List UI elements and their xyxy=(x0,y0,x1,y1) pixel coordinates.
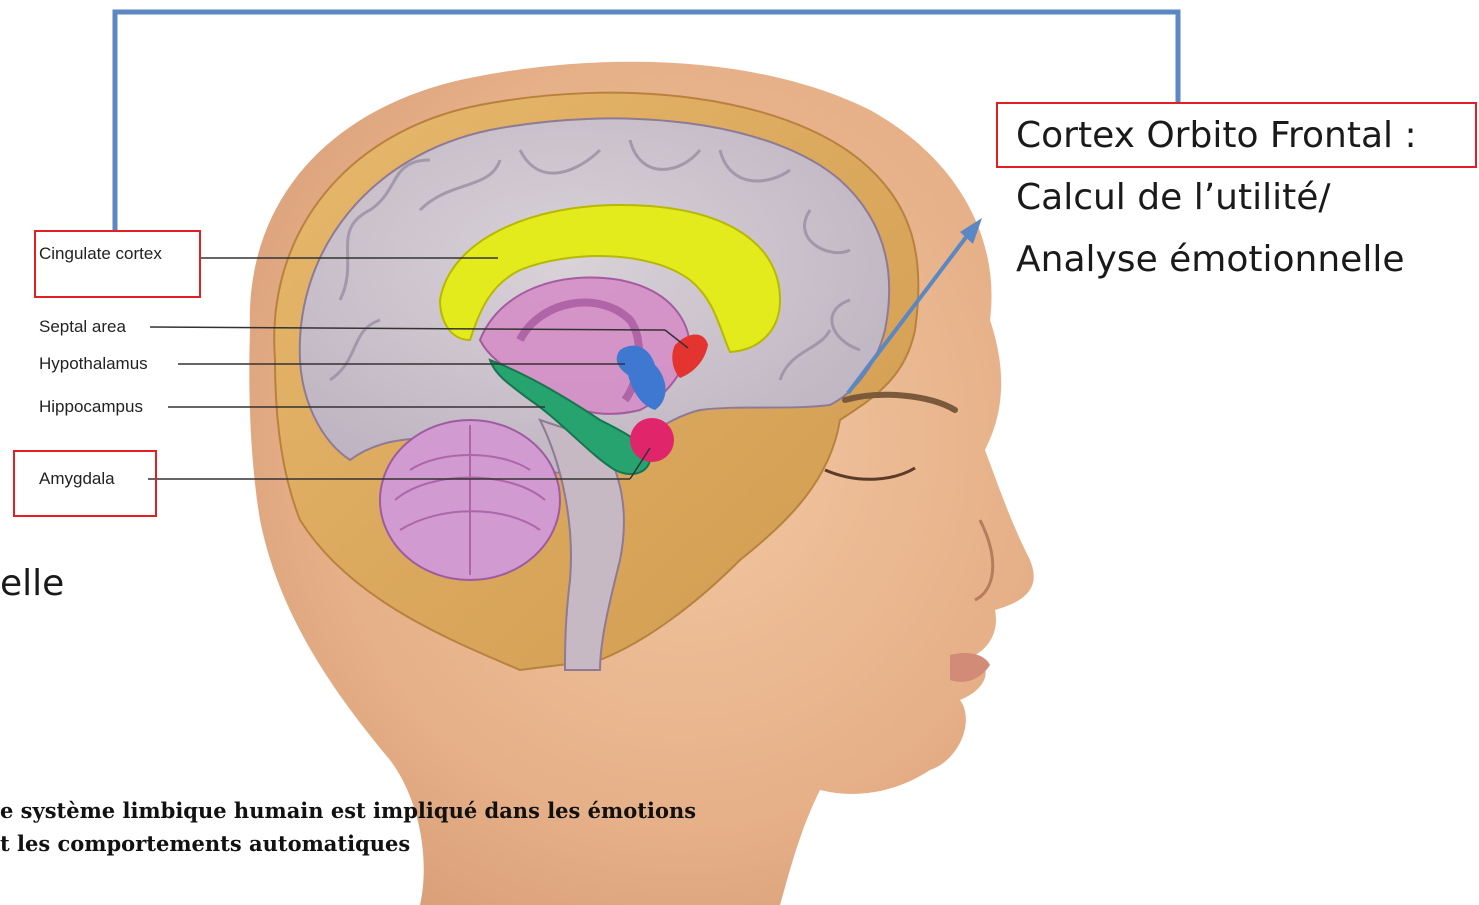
label-septal-area: Septal area xyxy=(39,318,126,335)
annotation-line-2: Calcul de l’utilité/ xyxy=(1016,180,1330,216)
caption-line-1: e système limbique humain est impliqué d… xyxy=(0,800,696,821)
cingulate-highlight-box xyxy=(34,230,201,298)
label-hypothalamus: Hypothalamus xyxy=(39,355,148,372)
annotation-line-3: Analyse émotionnelle xyxy=(1016,242,1404,278)
label-hippocampus: Hippocampus xyxy=(39,398,143,415)
partial-left-text: elle xyxy=(0,566,64,602)
amygdala-region xyxy=(630,418,674,462)
annotation-title: Cortex Orbito Frontal : xyxy=(1016,118,1417,154)
amygdala-highlight-box xyxy=(13,450,157,517)
caption-line-2: t les comportements automatiques xyxy=(0,833,410,854)
